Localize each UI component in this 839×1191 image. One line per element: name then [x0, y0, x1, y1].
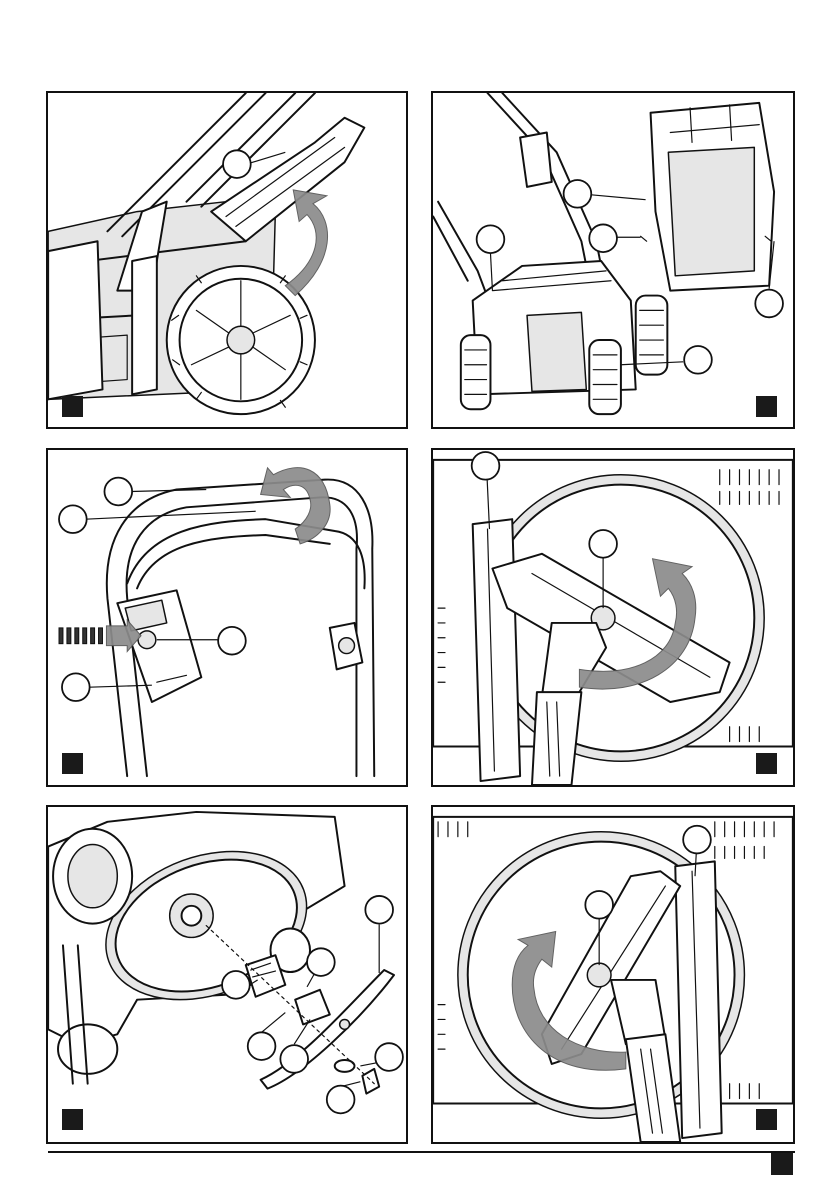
figure-panel-1	[46, 91, 408, 429]
page-number-marker	[771, 1153, 793, 1175]
figure-number-marker	[62, 753, 83, 774]
figure-number-marker	[62, 396, 83, 417]
handle-switch-illustration	[48, 450, 406, 785]
figure-panel-5	[46, 805, 408, 1144]
footer-rule	[48, 1151, 795, 1153]
blade-tightening-illustration	[433, 807, 793, 1142]
figure-panel-3	[46, 448, 408, 787]
figure-number-marker	[756, 1109, 777, 1130]
figure-number-marker	[62, 1109, 83, 1130]
mower-handle-illustration	[48, 93, 406, 427]
grass-box-fitting-illustration	[433, 93, 793, 427]
figure-panel-2	[431, 91, 795, 429]
figure-panel-4	[431, 448, 795, 787]
figure-number-marker	[756, 753, 777, 774]
figure-panel-6	[431, 805, 795, 1144]
blade-assembly-illustration	[48, 807, 406, 1142]
figure-number-marker	[756, 396, 777, 417]
blade-loosening-illustration	[433, 450, 793, 785]
